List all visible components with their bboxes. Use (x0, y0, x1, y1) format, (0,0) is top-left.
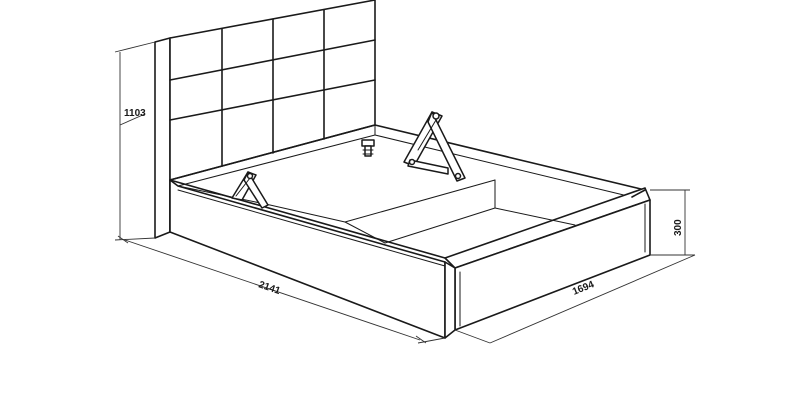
dimension-label-frame-height: 300 (673, 219, 684, 236)
dimension-label-headboard-height: 1103 (124, 108, 146, 119)
lift-mechanism-left (231, 171, 269, 209)
lift-mechanism-right (403, 111, 466, 182)
dimension-lines (114, 41, 696, 344)
dimension-label-length: 2141 (257, 279, 282, 297)
mount-bracket (361, 139, 375, 157)
